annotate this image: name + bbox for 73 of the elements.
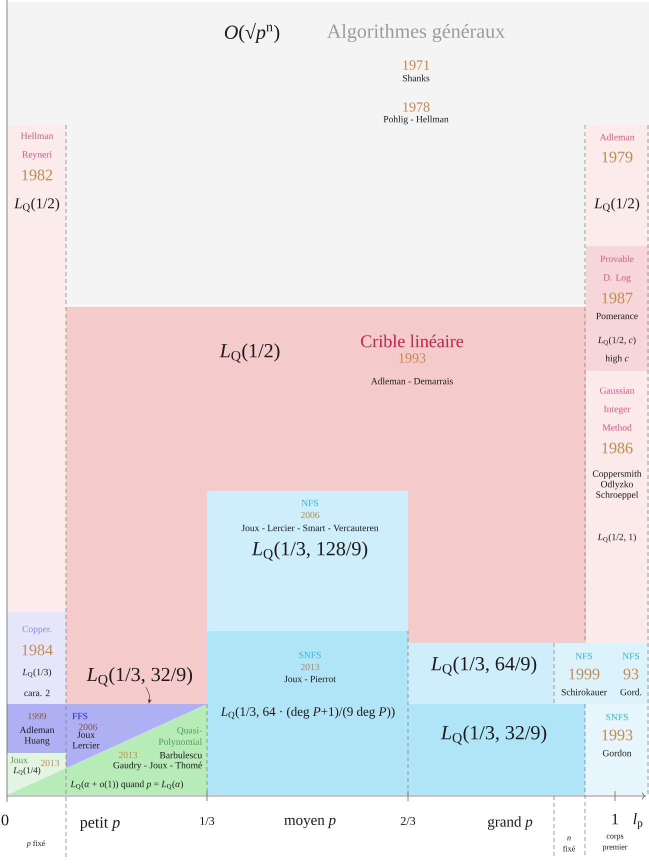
tick-label: 0 bbox=[2, 814, 8, 826]
year-label: 1999 bbox=[569, 668, 600, 680]
year-label: 1982 bbox=[22, 170, 52, 180]
year-label: 1993 bbox=[602, 730, 632, 740]
complexity-formula: L$_{Q}$(1/2, 1) bbox=[598, 534, 636, 542]
year-label: 1999 bbox=[28, 712, 46, 720]
year-label: 1986 bbox=[602, 442, 633, 454]
axis-label: grand p bbox=[488, 816, 532, 830]
author-names: Hellman Reyneri bbox=[20, 132, 54, 160]
author-names: Schirokauer bbox=[562, 688, 607, 696]
axis-label: corps premier bbox=[602, 834, 628, 852]
author-names: Gordon bbox=[602, 750, 632, 756]
year-label: 1979 bbox=[602, 152, 632, 162]
region-heading: Copper. bbox=[22, 626, 52, 634]
complexity-formula: L$_{Q}$(1/2) bbox=[219, 343, 280, 363]
author-names: Pomerance bbox=[596, 312, 638, 320]
region-heading: Gaussian Integer Method bbox=[600, 387, 634, 431]
axis-label: petit p bbox=[80, 817, 120, 831]
year-label: 2006 bbox=[300, 512, 320, 518]
author-names: Adleman - Demarrais bbox=[370, 378, 453, 384]
year-label: 2013 bbox=[300, 664, 320, 670]
year-label: 1987 bbox=[602, 292, 633, 304]
complexity-formula: L$_{Q}$(α + o(1)) quand p = L$_{Q}$(α) bbox=[70, 780, 184, 790]
note-text: high c bbox=[605, 354, 629, 364]
year-label: 1978 bbox=[403, 102, 430, 112]
year-label: 1984 bbox=[22, 644, 53, 656]
region-heading: Provable D. Log bbox=[600, 255, 634, 283]
region-heading: NFS bbox=[302, 500, 318, 506]
year-label: 1993 bbox=[399, 353, 426, 363]
year-label: 2013 bbox=[118, 752, 138, 758]
region-heading: NFS bbox=[576, 652, 592, 660]
complexity-formula: L$_{Q}$(1/2, c) bbox=[598, 336, 636, 346]
author-names: Joux - Pierrot bbox=[284, 676, 336, 682]
author-names: Gord. bbox=[620, 688, 642, 696]
complexity-formula: L$_{Q}$(1/2) bbox=[594, 198, 640, 212]
author-names: Gaudry - Joux - Thomé bbox=[113, 762, 202, 770]
author-names: Shanks bbox=[402, 74, 430, 82]
note-text: cara. 2 bbox=[24, 690, 50, 696]
author-names: Barbulescu bbox=[160, 752, 202, 758]
region-heading: NFS bbox=[622, 652, 640, 660]
complexity-formula: L$_{Q}$(1/2) bbox=[14, 198, 60, 212]
region-heading: Crible linéaire bbox=[361, 334, 464, 348]
complexity-formula: L$_{Q}$(1/3, 32/9) bbox=[86, 667, 192, 686]
complexity-formula: L$_{Q}$(1/3, 64/9) bbox=[430, 656, 536, 676]
year-label: 2006 bbox=[78, 724, 98, 730]
author-names: Joux - Lercier - Smart - Vercauteren bbox=[242, 524, 378, 532]
complexity-formula: O(√p$^{n}$) bbox=[224, 22, 280, 44]
author-names: Pohlig - Hellman bbox=[384, 116, 449, 124]
year-label: 2013 bbox=[40, 760, 60, 766]
year-label: 1971 bbox=[403, 60, 430, 70]
author-names: Adleman bbox=[600, 134, 634, 140]
author-names: Adleman Huang bbox=[20, 726, 54, 746]
complexity-formula: L$_{Q}$(1/4) bbox=[13, 766, 40, 776]
tick-label: 2/3 bbox=[400, 816, 416, 826]
tick-label: 1 bbox=[612, 814, 618, 824]
complexity-formula: L$_{Q}$(1/3, 64 · (deg P+1)/(9 deg P)) bbox=[220, 706, 395, 720]
region-heading: SNFS bbox=[299, 652, 321, 658]
region-heading: FFS bbox=[72, 712, 88, 720]
author-names: Coppersmith Odlyzko Schroeppel bbox=[592, 470, 642, 500]
region-heading: SNFS bbox=[606, 714, 628, 720]
complexity-formula: L$_{Q}$(1/3) bbox=[22, 668, 52, 678]
region-heading: Algorithmes généraux bbox=[327, 24, 505, 42]
author-names: Joux Lercier bbox=[72, 732, 100, 748]
region-heading: Joux bbox=[10, 756, 28, 764]
complexity-formula: L$_{Q}$(1/3, 128/9) bbox=[252, 541, 368, 561]
axis-label: l$_{p}$ bbox=[634, 812, 642, 830]
region-heading: Quasi- Polynomial bbox=[158, 727, 202, 747]
axis-label: p fixé bbox=[26, 840, 45, 848]
axis-label: n fixé bbox=[563, 836, 575, 852]
complexity-formula: L$_{Q}$(1/3, 32/9) bbox=[440, 725, 546, 745]
axis-label: moyen p bbox=[284, 818, 336, 828]
tick-label: 1/3 bbox=[200, 816, 214, 826]
year-label: 93 bbox=[624, 668, 638, 680]
